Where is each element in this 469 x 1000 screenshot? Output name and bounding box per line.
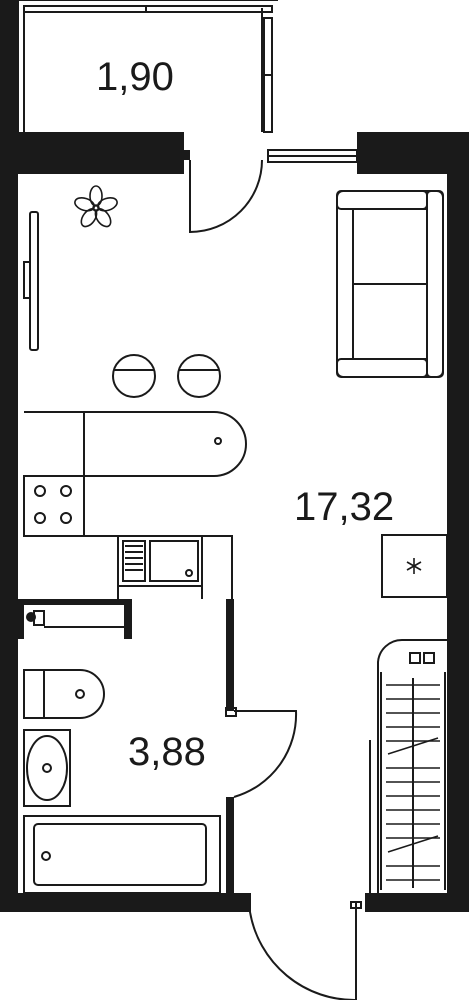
flower-icon	[74, 185, 118, 228]
wardrobe	[377, 638, 447, 893]
cooktop	[23, 475, 85, 537]
bathroom-fixtures	[23, 610, 221, 894]
living-area-label: 17,32	[294, 485, 394, 529]
balcony-area-label: 1,90	[96, 55, 174, 99]
tv-unit	[23, 211, 39, 351]
bar-stools	[112, 354, 221, 398]
walls	[0, 0, 469, 912]
bathroom-door	[233, 710, 298, 798]
asterisk-icon	[406, 558, 422, 574]
kitchen-counter	[23, 411, 247, 599]
bathroom-area-label: 3,88	[128, 730, 206, 774]
kitchen-sink	[117, 535, 203, 587]
double-square-icon	[409, 652, 421, 664]
sofa	[336, 190, 444, 378]
vent-shaft	[381, 534, 448, 598]
entrance-door	[249, 893, 356, 1000]
balcony-door	[189, 159, 263, 234]
